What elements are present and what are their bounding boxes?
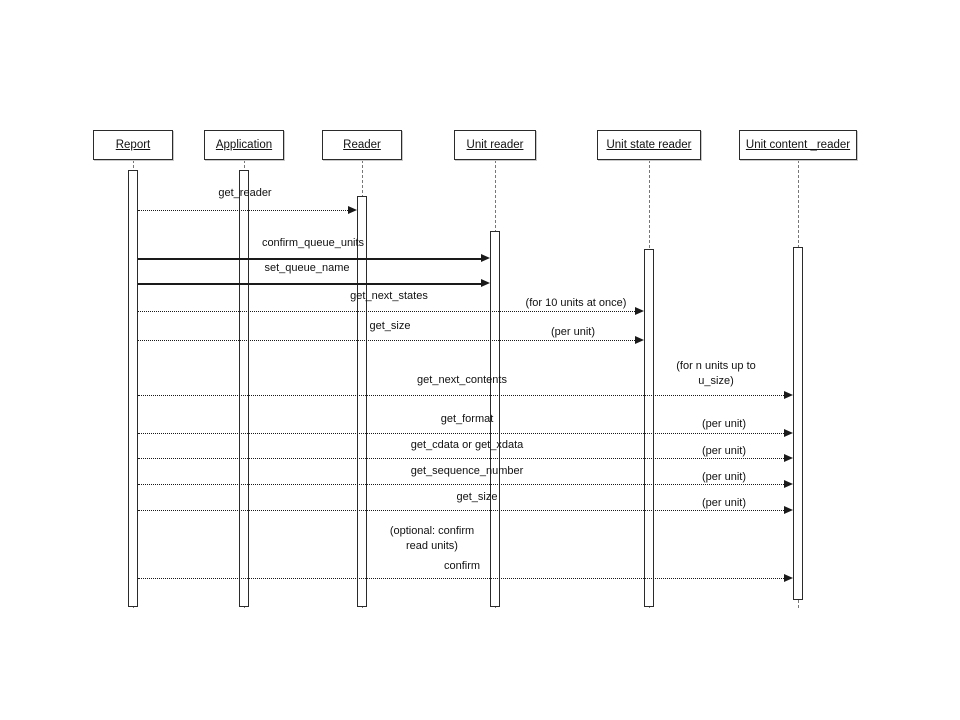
participant-label: Report <box>115 139 151 151</box>
message-line-get-cdata-or-get-xdata <box>138 458 784 459</box>
message-line-get-next-contents <box>138 395 784 396</box>
message-note-get-size: (per unit) <box>701 497 747 509</box>
activation-bar-unit-reader <box>490 231 500 607</box>
message-line-get-next-states <box>138 311 635 312</box>
message-arrowhead-confirm <box>784 574 793 582</box>
activation-bar-application <box>239 170 249 607</box>
participant-report: Report <box>93 130 173 160</box>
message-label-get-cdata-or-get-xdata: get_cdata or get_xdata <box>410 439 524 451</box>
activation-bar-reader <box>357 196 367 607</box>
participant-label: Reader <box>343 139 381 151</box>
message-line-set-queue-name <box>138 283 481 285</box>
message-line-get-size <box>138 340 635 341</box>
participant-label: Unit reader <box>466 139 524 151</box>
message-arrowhead-get-format <box>784 429 793 437</box>
message-line-confirm <box>138 578 784 579</box>
message-arrowhead-get-cdata-or-get-xdata <box>784 454 793 462</box>
message-line-confirm-queue-units <box>138 258 481 260</box>
participant-label: Unit content _reader <box>745 139 851 151</box>
activation-bar-unit-state-reader <box>644 249 654 607</box>
message-arrowhead-get-sequence-number <box>784 480 793 488</box>
message-note-get-format: (per unit) <box>701 418 747 430</box>
message-line-get-format <box>138 433 784 434</box>
message-note-get-next-contents: (for n units up to u_size) <box>676 360 756 387</box>
message-label-get-sequence-number: get_sequence_number <box>410 465 524 477</box>
activation-bar-report <box>128 170 138 607</box>
message-arrowhead-get-size <box>784 506 793 514</box>
participant-reader: Reader <box>322 130 402 160</box>
message-label-get-size: get_size <box>456 491 498 503</box>
message-label-get-format: get_format <box>440 413 494 425</box>
message-prenote-confirm: (optional: confirm read units) <box>389 525 475 552</box>
activation-bar-unit-content-reader <box>793 247 803 600</box>
message-line-get-sequence-number <box>138 484 784 485</box>
message-label-get-next-contents: get_next_contents <box>417 374 507 386</box>
message-arrowhead-get-next-contents <box>784 391 793 399</box>
message-line-get-size <box>138 510 784 511</box>
message-note-get-sequence-number: (per unit) <box>701 471 747 483</box>
message-label-get-reader: get_reader <box>218 187 272 199</box>
participant-label: Unit state reader <box>606 139 692 151</box>
message-note-get-cdata-or-get-xdata: (per unit) <box>701 445 747 457</box>
message-label-get-size: get_size <box>369 320 411 332</box>
message-arrowhead-get-next-states <box>635 307 644 315</box>
message-note-get-size: (per unit) <box>550 326 596 338</box>
message-label-confirm-queue-units: confirm_queue_units <box>261 237 365 249</box>
message-label-get-next-states: get_next_states <box>350 290 428 302</box>
message-arrowhead-get-reader <box>348 206 357 214</box>
participant-unit-content-reader: Unit content _reader <box>739 130 857 160</box>
message-line-get-reader <box>138 210 348 211</box>
participant-unit-state-reader: Unit state reader <box>597 130 701 160</box>
message-arrowhead-set-queue-name <box>481 279 490 287</box>
message-arrowhead-confirm-queue-units <box>481 254 490 262</box>
message-label-confirm: confirm <box>443 560 481 572</box>
message-arrowhead-get-size <box>635 336 644 344</box>
participant-application: Application <box>204 130 284 160</box>
participant-unit-reader: Unit reader <box>454 130 536 160</box>
message-label-set-queue-name: set_queue_name <box>264 262 350 274</box>
message-note-get-next-states: (for 10 units at once) <box>525 297 627 309</box>
participant-label: Application <box>215 139 273 151</box>
